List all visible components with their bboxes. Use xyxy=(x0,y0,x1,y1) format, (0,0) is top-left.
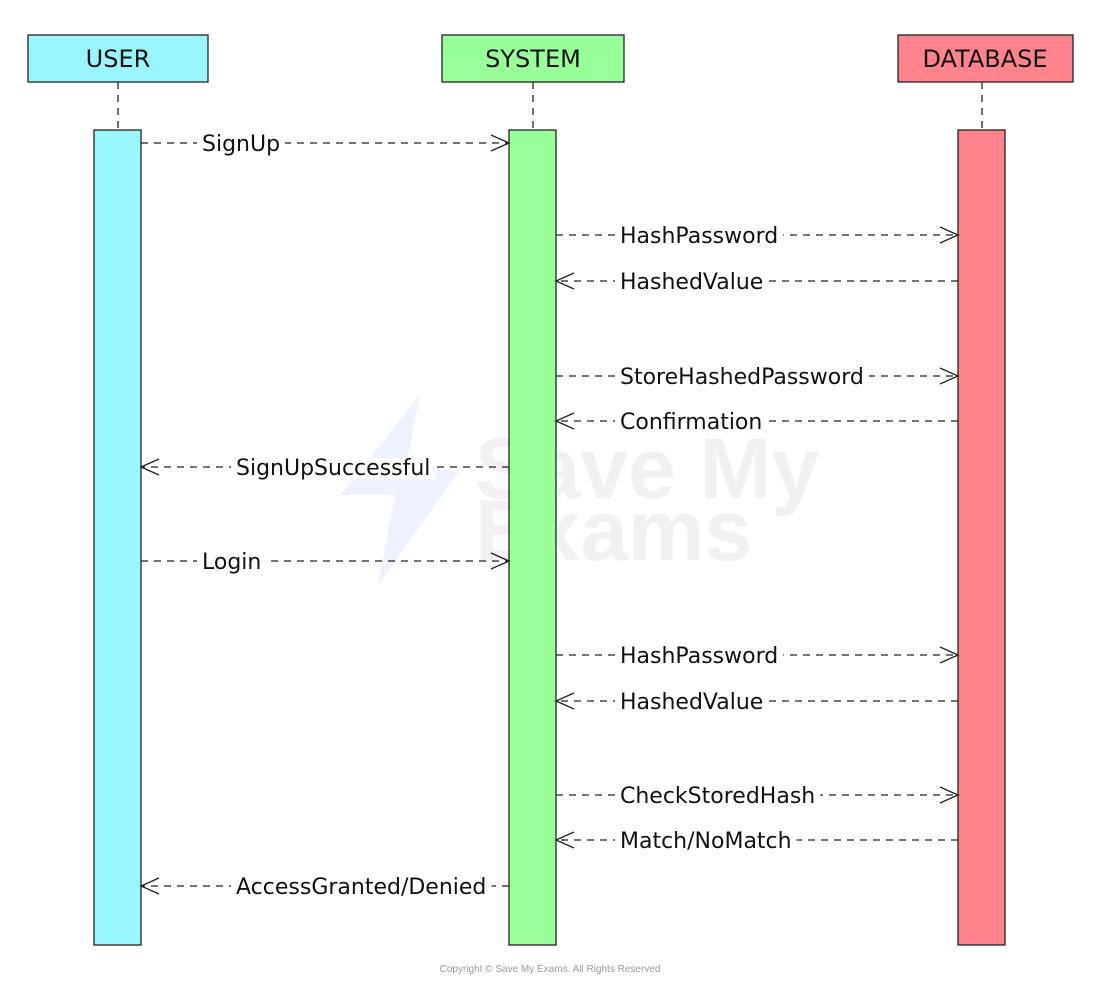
participant-database: DATABASE xyxy=(897,34,1074,83)
label-background xyxy=(615,786,821,807)
arrowhead-icon xyxy=(554,831,575,849)
message-label: CheckStoredHash xyxy=(620,784,815,809)
participant-system: SYSTEM xyxy=(441,34,625,83)
message-6: SignUpSuccessful xyxy=(139,456,509,481)
message-12: AccessGranted/Denied xyxy=(139,875,509,900)
message-3: HashedValue xyxy=(554,270,958,295)
message-label: Login xyxy=(202,550,261,575)
message-label: AccessGranted/Denied xyxy=(236,875,486,900)
arrowhead-icon xyxy=(554,412,575,430)
label-background xyxy=(231,458,436,479)
label-background xyxy=(615,367,869,388)
arrowhead-icon xyxy=(490,134,511,152)
label-background xyxy=(615,831,797,852)
arrowhead-icon xyxy=(139,877,160,895)
message-label: HashedValue xyxy=(620,270,763,295)
activation-bar-user xyxy=(93,129,142,946)
lightning-bolt-logo xyxy=(340,395,460,585)
activation-bar-system xyxy=(508,129,557,946)
arrowhead-icon xyxy=(139,458,160,476)
participant-header-box xyxy=(897,34,1074,83)
arrowhead-icon xyxy=(554,272,575,290)
message-9: HashedValue xyxy=(554,690,958,715)
arrowhead-icon xyxy=(554,692,575,710)
label-background xyxy=(615,272,769,293)
message-label: StoreHashedPassword xyxy=(620,365,864,390)
message-label: SignUpSuccessful xyxy=(236,456,430,481)
participant-header-box xyxy=(27,34,209,83)
activation-bar-database xyxy=(957,129,1006,946)
message-10: CheckStoredHash xyxy=(556,784,960,809)
arrowhead-icon xyxy=(939,226,960,244)
label-background xyxy=(615,692,769,713)
message-5: Confirmation xyxy=(554,410,958,435)
message-label: Match/NoMatch xyxy=(620,829,792,854)
participant-user: USER xyxy=(27,34,209,83)
copyright-text: Copyright © Save My Exams. All Rights Re… xyxy=(440,964,661,975)
message-label: HashPassword xyxy=(620,224,778,249)
message-label: HashedValue xyxy=(620,690,763,715)
messages: SignUpHashPasswordHashedValueStoreHashed… xyxy=(139,132,960,900)
message-label: SignUp xyxy=(202,132,280,157)
label-background xyxy=(615,646,784,667)
label-background xyxy=(615,412,768,433)
message-label: Confirmation xyxy=(620,410,762,435)
message-label: HashPassword xyxy=(620,644,778,669)
label-background xyxy=(231,877,492,898)
participant-label: USER xyxy=(86,45,151,73)
arrowhead-icon xyxy=(939,367,960,385)
arrowhead-icon xyxy=(939,786,960,804)
arrowhead-icon xyxy=(490,552,511,570)
message-1: SignUp xyxy=(141,132,511,157)
message-2: HashPassword xyxy=(556,224,960,249)
message-11: Match/NoMatch xyxy=(554,829,958,854)
label-background xyxy=(197,552,267,573)
participant-header-box xyxy=(441,34,625,83)
message-7: Login xyxy=(141,550,511,575)
label-background xyxy=(615,226,784,247)
participant-label: DATABASE xyxy=(922,45,1047,73)
message-4: StoreHashedPassword xyxy=(556,365,960,390)
participant-label: SYSTEM xyxy=(485,45,581,73)
arrowhead-icon xyxy=(939,646,960,664)
message-8: HashPassword xyxy=(556,644,960,669)
label-background xyxy=(197,134,286,155)
